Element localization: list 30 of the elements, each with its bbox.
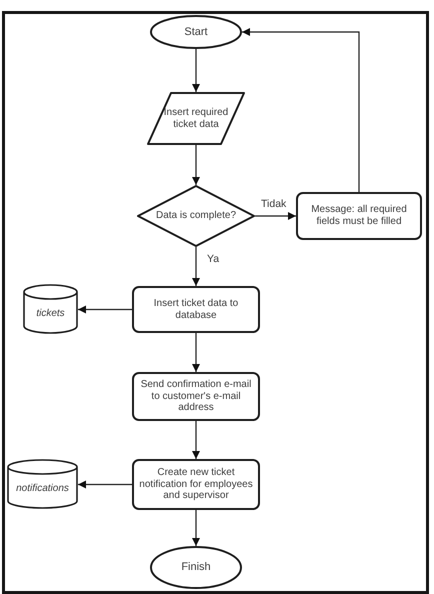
decision-diamond xyxy=(137,185,255,247)
input-parallelogram xyxy=(147,92,245,145)
process-box xyxy=(132,286,260,333)
node-text: Message: all required fields must be filled xyxy=(310,204,408,228)
node-text: Start xyxy=(184,26,208,38)
arrow xyxy=(192,247,200,286)
node-text: Send confirmation e-mail to customer's e-mail address xyxy=(140,378,252,414)
database-cylinder xyxy=(7,460,78,509)
arrow xyxy=(192,510,200,546)
arrow xyxy=(255,212,296,220)
node-text: Data is complete? xyxy=(156,210,236,222)
node-text: Finish xyxy=(181,561,211,574)
arrow xyxy=(192,145,200,185)
process-box xyxy=(132,372,260,421)
arrow xyxy=(78,480,132,488)
arrow xyxy=(242,28,360,192)
arrow xyxy=(192,421,200,459)
database-cylinder xyxy=(23,285,78,334)
node-text: Create new ticket notification for employees and supervisor xyxy=(138,466,254,502)
node-text: Insert required ticket data xyxy=(162,106,230,130)
arrow xyxy=(192,49,200,92)
arrow xyxy=(78,306,132,314)
node-text: Insert ticket data to database xyxy=(152,298,240,322)
process-box xyxy=(296,192,422,240)
arrow xyxy=(192,333,200,372)
node-text: notifications xyxy=(16,482,69,494)
process-box xyxy=(132,459,260,510)
terminator-ellipse xyxy=(150,15,242,49)
node-text: tickets xyxy=(36,308,65,320)
terminator-ellipse xyxy=(150,546,242,589)
